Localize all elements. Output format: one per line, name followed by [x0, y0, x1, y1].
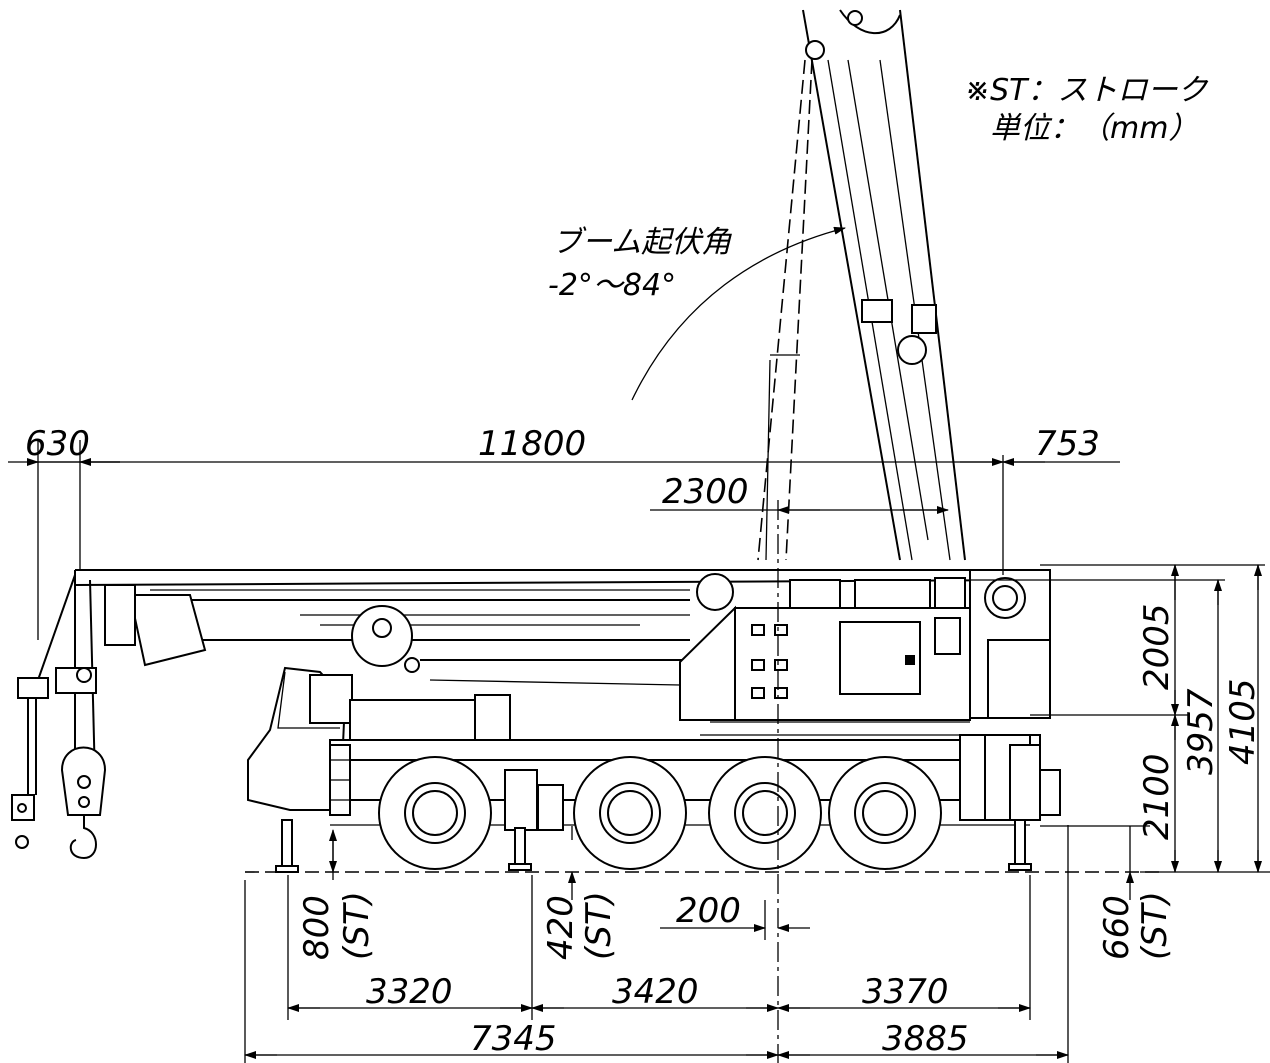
- dim-span-front: 3320: [366, 972, 453, 1012]
- dim-span-rear: 3370: [862, 972, 949, 1012]
- dim-mid-outrigger-stroke: 420: [541, 895, 581, 960]
- boom-angle-range: -2°～84°: [548, 268, 676, 303]
- dim-slew-center-offset: 200: [676, 891, 741, 931]
- wheel-4: [828, 756, 942, 870]
- dim-rear-outrigger-stroke: 660: [1097, 895, 1137, 960]
- superstructure: [679, 569, 1051, 736]
- dim-superstructure-height: 2005: [1137, 603, 1177, 690]
- carrier: [247, 666, 1061, 831]
- wheel-3: [708, 756, 822, 870]
- boom-angle-label: ブーム起伏角: [552, 225, 732, 260]
- dim-front-to-center: 7345: [470, 1019, 557, 1059]
- stowed-boom: [74, 569, 1046, 686]
- dim-span-middle: 3420: [612, 972, 699, 1012]
- hook-block: [11, 570, 107, 860]
- stroke-legend: ※ST：ストローク: [965, 73, 1209, 108]
- wheels: [378, 756, 942, 870]
- dim-overall-length-boom: 11800: [478, 424, 586, 464]
- boom-angle-arc: [631, 226, 846, 401]
- dim-hook-overhang: 630: [25, 424, 90, 464]
- dim-mid-st-label: (ST): [579, 891, 619, 960]
- dim-rear-st-label: (ST): [1135, 891, 1175, 960]
- dim-overall-height: 4105: [1223, 678, 1263, 765]
- dim-height-3957: 3957: [1181, 688, 1221, 775]
- wheel-2: [573, 756, 687, 870]
- dim-boom-offset: 2300: [662, 472, 749, 512]
- dimension-lines: [8, 440, 1270, 1063]
- dim-carrier-height: 2100: [1137, 753, 1177, 840]
- dim-front-st-label: (ST): [337, 891, 377, 960]
- dim-rear-overhang: 753: [1035, 424, 1100, 464]
- wheel-1: [378, 756, 492, 870]
- unit-note: 単位：（mm）: [990, 111, 1198, 146]
- raised-boom: [757, 9, 966, 561]
- outrigger-jacks: [275, 819, 1032, 873]
- dim-center-to-rear: 3885: [882, 1019, 969, 1059]
- dim-front-outrigger-stroke: 800: [297, 895, 337, 960]
